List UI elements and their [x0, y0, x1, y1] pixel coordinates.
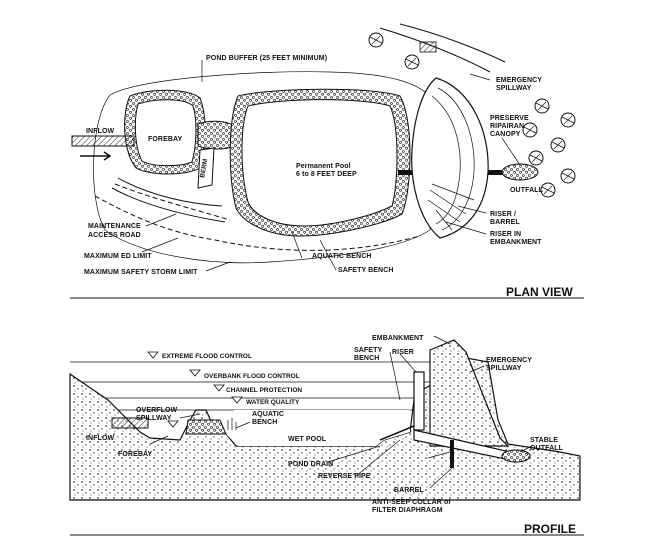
label-permanent-pool-2: 6 to 8 FEET DEEP — [296, 171, 357, 178]
label-maintenance-1: MAINTENANCE — [88, 223, 141, 230]
label-pond-buffer: POND BUFFER (25 FEET MINIMUM) — [206, 55, 327, 62]
profile-embankment — [429, 339, 510, 447]
label-reverse-pipe: REVERSE PIPE — [318, 473, 371, 480]
anti-seep-collar — [450, 440, 454, 468]
profile-leaders — [149, 335, 533, 489]
label-aquatic-1: AQUATIC — [252, 411, 284, 418]
label-outfall: OUTFALL — [510, 187, 544, 194]
embankment — [411, 77, 489, 239]
label-emergency-spillway-1: EMERGENCY — [496, 77, 542, 84]
label-overflow-2: SPILLWAY — [136, 415, 172, 422]
aquatic-bench-plants — [227, 418, 237, 430]
label-profile-emergency-2: SPILLWAY — [486, 365, 522, 372]
label-plan-inflow: INFLOW — [86, 128, 114, 135]
embankment-inner-2 — [431, 95, 461, 225]
max-safety-storm-limit — [94, 195, 421, 251]
label-wet-pool: WET POOL — [288, 436, 327, 443]
label-riser: RISER — [392, 349, 414, 356]
pond-buffer-outline — [93, 71, 431, 264]
reverse-pipe — [379, 425, 415, 441]
label-stable-1: STABLE — [530, 437, 558, 444]
label-aquatic-2: BENCH — [252, 419, 277, 426]
profile-view: EMBANKMENT SAFETY BENCH RISER EMERGENCY … — [69, 335, 584, 536]
plan-leaders — [141, 60, 521, 272]
label-safety-bench-2: BENCH — [354, 355, 379, 362]
wet-pool-water — [226, 410, 410, 446]
label-embankment: EMBANKMENT — [372, 335, 424, 342]
label-overflow-1: OVERFLOW — [136, 407, 178, 414]
label-profile-emergency-1: EMERGENCY — [486, 357, 532, 364]
label-profile-inflow: INFLOW — [86, 435, 114, 442]
label-safety-bench: SAFETY BENCH — [338, 267, 394, 274]
label-water-quality: WATER QUALITY — [246, 399, 300, 406]
spillway-road — [379, 23, 506, 73]
label-riser-embankment-1: RISER IN — [490, 231, 521, 238]
label-riser-embankment-2: EMBANKMENT — [490, 239, 542, 246]
profile-outfall-rocks — [501, 449, 531, 463]
plan-view-title: PLAN VIEW — [506, 285, 573, 299]
berm — [197, 147, 215, 189]
label-riser-barrel-2: BARREL — [490, 219, 520, 226]
permanent-pool — [241, 99, 398, 227]
outfall-rocks — [501, 163, 539, 181]
tree-icons — [368, 32, 576, 198]
maintenance-road-lower — [111, 187, 226, 223]
label-berm: BERM — [199, 158, 209, 178]
profile-title: PROFILE — [524, 522, 576, 536]
inflow-pipe — [71, 135, 135, 147]
profile-riser — [413, 371, 425, 431]
label-permanent-pool-1: Permanent Pool — [296, 163, 351, 170]
label-max-safety-storm: MAXIMUM SAFETY STORM LIMIT — [84, 269, 198, 276]
label-preserve-2: RIPAIRAN — [490, 123, 524, 130]
label-riser-barrel-1: RISER / — [490, 211, 516, 218]
label-anti-seep-1: ANTI-SEEP COLLAR or — [372, 499, 451, 506]
label-max-ed-limit: MAXIMUM ED LIMIT — [84, 253, 152, 260]
profile-inflow-pipe — [111, 417, 149, 429]
embankment-hatch — [427, 183, 475, 231]
label-profile-forebay: FOREBAY — [118, 451, 153, 458]
inflow-arrow-icon — [80, 151, 112, 161]
forebay-pool — [134, 99, 197, 167]
plan-view: POND BUFFER (25 FEET MINIMUM) EMERGENCY … — [70, 23, 584, 299]
spillway-hatched-block — [419, 41, 437, 53]
forebay-rocks — [197, 120, 235, 150]
profile-forebay-rocks — [185, 419, 227, 435]
max-ed-limit — [114, 183, 231, 221]
label-aquatic-bench: AQUATIC BENCH — [312, 253, 372, 260]
label-pond-drain: POND DRAIN — [288, 461, 333, 468]
label-extreme-flood: EXTREME FLOOD CONTROL — [162, 353, 252, 360]
label-preserve-1: PRESERVE — [490, 115, 529, 122]
label-barrel: BARREL — [394, 487, 424, 494]
label-anti-seep-2: FILTER DIAPHRAGM — [372, 507, 443, 514]
label-maintenance-2: ACCESS ROAD — [88, 232, 141, 239]
label-stable-2: OUTFALL — [530, 445, 564, 452]
label-safety-bench-1: SAFETY — [354, 347, 382, 354]
label-plan-forebay: FOREBAY — [148, 136, 183, 143]
label-channel-protection: CHANNEL PROTECTION — [226, 387, 302, 394]
label-preserve-3: CANOPY — [490, 131, 521, 138]
maintenance-road-upper — [117, 177, 223, 207]
label-overbank-flood: OVERBANK FLOOD CONTROL — [204, 373, 300, 380]
embankment-inner — [437, 87, 475, 231]
label-emergency-spillway-2: SPILLWAY — [496, 85, 532, 92]
